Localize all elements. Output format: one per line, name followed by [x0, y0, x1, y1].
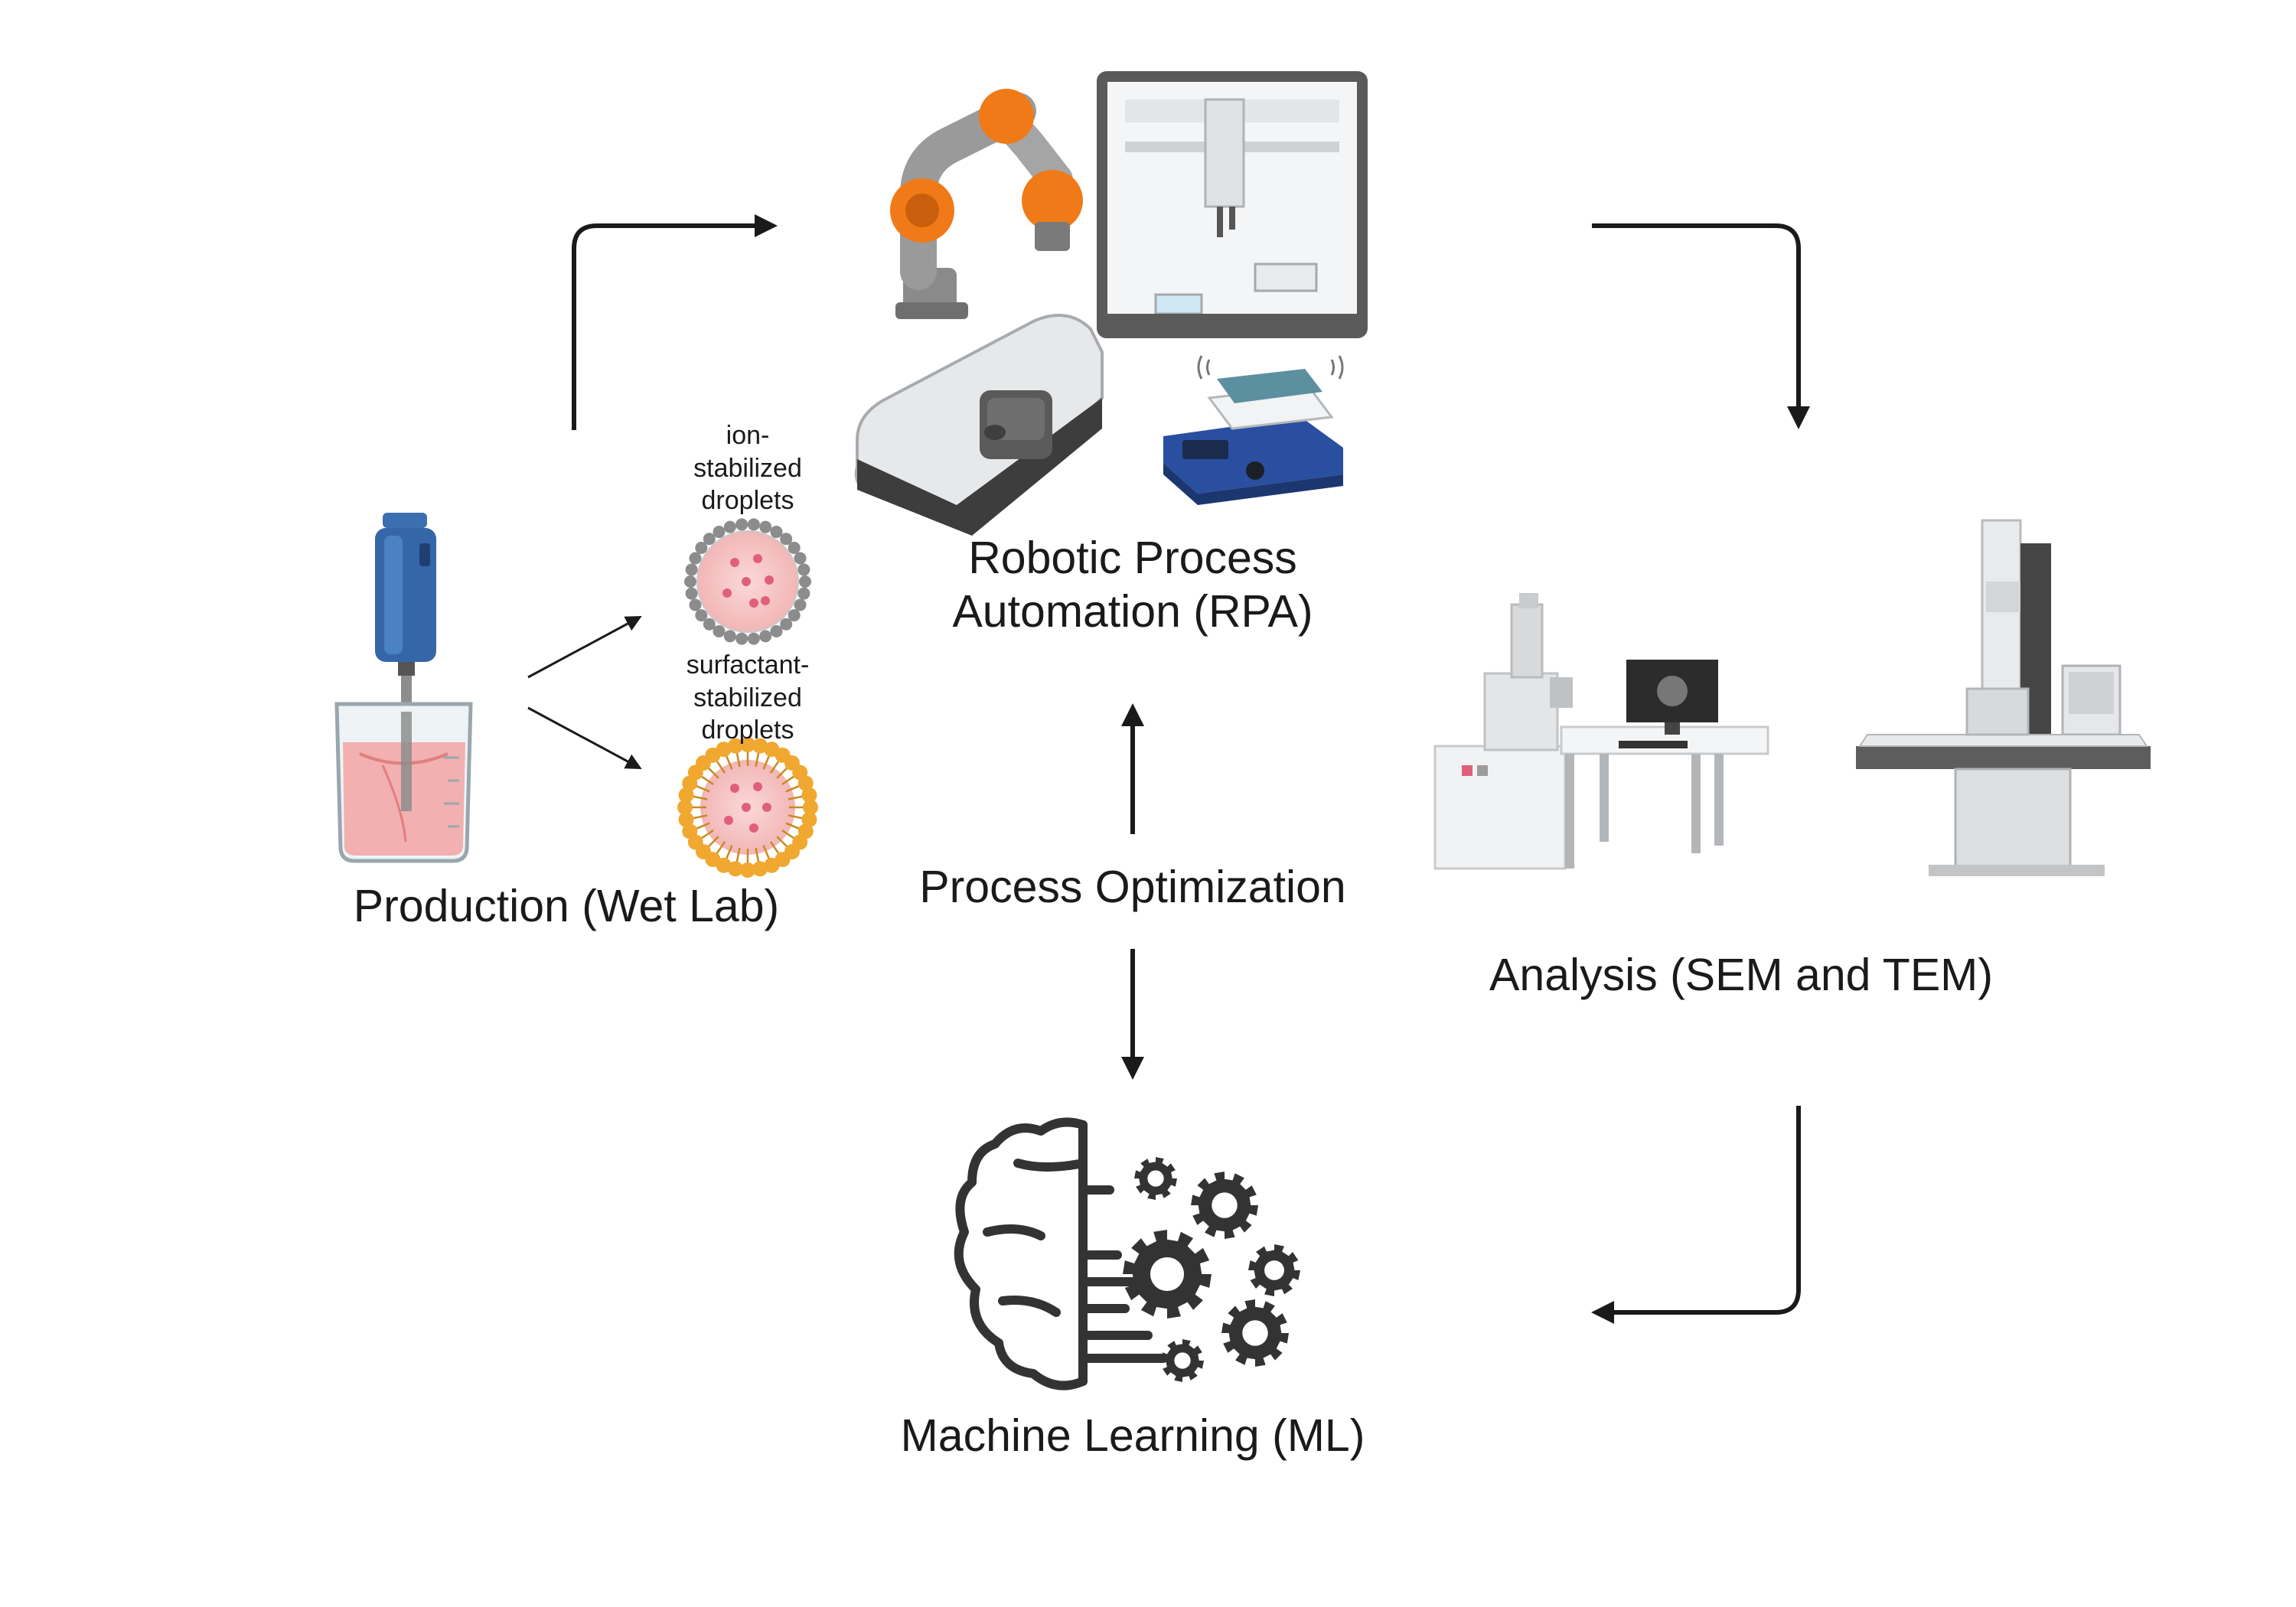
arrow-production-to-rpa [572, 214, 778, 430]
spectrometer-icon [854, 314, 1104, 536]
ion-droplet-label: ion- stabilized droplets [633, 419, 863, 517]
arrow-analysis-to-ml [1591, 1106, 1801, 1324]
surfactant-stabilized-droplet-icon [677, 737, 818, 878]
surfactant-droplet-label-line2: stabilized [693, 683, 802, 712]
liquid-handler-icon [1097, 71, 1368, 338]
machine-learning-brain-icon [954, 1117, 1168, 1390]
ion-droplet-label-line3: droplets [701, 486, 794, 515]
rpa-label: Robotic Process Automation (RPA) [903, 532, 1362, 638]
ion-droplet-label-line1: ion- [726, 421, 770, 450]
ion-stabilized-droplet-icon [684, 518, 811, 645]
tem-microscope-icon [1856, 519, 2151, 876]
sem-microscope-icon [1433, 593, 1769, 870]
rpa-label-line2: Automation (RPA) [952, 585, 1313, 637]
arrow-to-surfactant-droplet [527, 706, 642, 769]
surfactant-droplet-label: surfactant- stabilized droplets [633, 649, 863, 747]
robot-arm-icon [890, 89, 1083, 319]
ion-droplet-label-line2: stabilized [693, 453, 802, 483]
analysis-label: Analysis (SEM and TEM) [1489, 950, 1993, 1000]
machine-learning-label: Machine Learning (ML) [900, 1410, 1365, 1461]
surfactant-droplet-label-line1: surfactant- [686, 650, 810, 680]
arrow-rpa-to-analysis [1592, 223, 1810, 429]
arrow-to-ion-droplet [527, 616, 642, 679]
process-optimization-label: Process Optimization [919, 862, 1346, 912]
rpa-label-line1: Robotic Process [968, 533, 1297, 583]
machine-learning-gears-icon [1123, 1157, 1300, 1382]
production-label: Production (Wet Lab) [353, 881, 780, 931]
surfactant-droplet-label-line3: droplets [701, 715, 794, 745]
plate-shaker-icon [1163, 355, 1344, 505]
beaker-icon [334, 702, 473, 863]
